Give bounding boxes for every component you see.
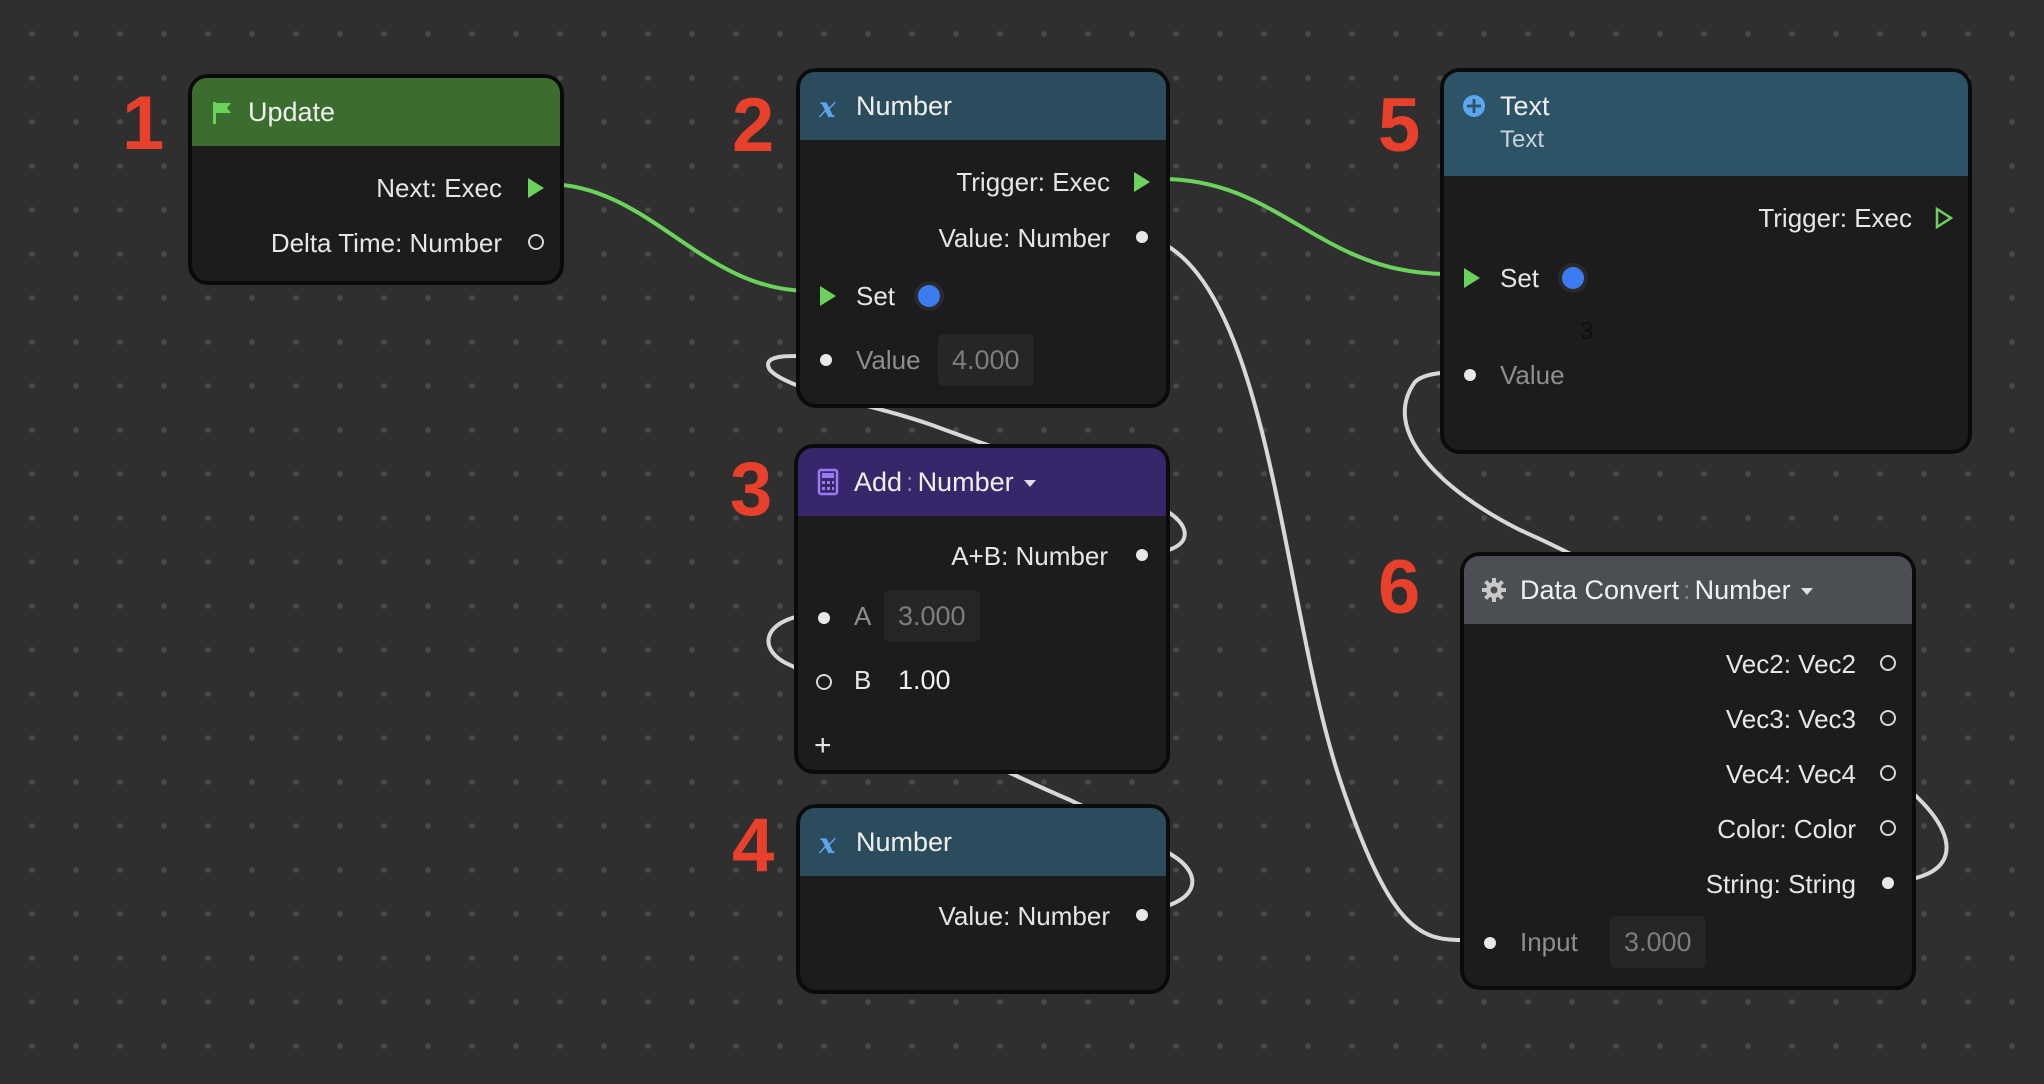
flag-icon — [213, 102, 231, 124]
callout-3: 3 — [730, 447, 773, 532]
number-get-node-header[interactable]: x Number — [800, 808, 1166, 876]
data-convert-vec4-label: Vec4: Vec4 — [1725, 759, 1856, 789]
callout-6: 6 — [1378, 545, 1421, 630]
number-set-value-input-port[interactable] — [820, 354, 832, 366]
data-convert-vec3-port[interactable] — [1880, 710, 1896, 726]
data-convert-vec4-port[interactable] — [1880, 765, 1896, 781]
add-node-title: Add — [854, 467, 903, 497]
number-set-set-indicator — [918, 285, 940, 307]
wire-number-value-to-convert-input[interactable] — [1138, 233, 1464, 942]
data-convert-type-selector[interactable]: Number — [1694, 575, 1791, 605]
data-convert-color-label: Color: Color — [1717, 814, 1856, 844]
text-node-subtitle: Text — [1500, 126, 1545, 153]
number-set-set-exec-port[interactable] — [820, 286, 836, 306]
callout-1: 1 — [122, 81, 165, 166]
callout-4: 4 — [732, 803, 775, 888]
update-next-exec-port[interactable] — [528, 178, 544, 198]
number-get-node[interactable]: x Number Value: Number — [796, 804, 1170, 994]
update-delta-time-port[interactable] — [528, 234, 544, 250]
update-node-title: Update — [248, 97, 336, 127]
add-node-header[interactable]: Add:Number — [798, 448, 1166, 516]
add-title-separator: : — [906, 467, 914, 497]
text-trigger-hollow-triangle-icon — [1935, 206, 1954, 230]
add-sum-output-label: A+B: Number — [951, 541, 1108, 571]
data-convert-vec2-port[interactable] — [1880, 655, 1896, 671]
add-b-label: B — [854, 665, 872, 695]
variable-x-icon: x — [818, 91, 836, 122]
variable-x-icon: x — [818, 827, 836, 858]
data-convert-vec3-label: Vec3: Vec3 — [1725, 704, 1856, 734]
data-convert-color-port[interactable] — [1880, 820, 1896, 836]
add-node[interactable]: Add:Number A+B: Number A 3.000 B 1.00 + — [794, 444, 1170, 774]
svg-text:x: x — [818, 91, 836, 122]
data-convert-node[interactable]: Data Convert:Number Vec2: Vec2 Vec3: Vec… — [1460, 552, 1916, 990]
text-value-input-label: Value — [1500, 360, 1565, 390]
chevron-down-icon[interactable] — [1800, 588, 1813, 596]
data-convert-input-field[interactable]: 3.000 — [1610, 916, 1706, 968]
plus-circle-icon — [1463, 95, 1485, 117]
number-set-node-title: Number — [856, 91, 953, 121]
update-node-header[interactable]: Update — [192, 78, 560, 146]
number-set-node-header[interactable]: x Number — [800, 72, 1166, 140]
wire-add-sum-to-number-value[interactable] — [766, 353, 1187, 556]
text-node-header[interactable]: Text Text — [1444, 72, 1968, 176]
add-a-value-field[interactable]: 3.000 — [884, 590, 980, 642]
data-convert-node-header[interactable]: Data Convert:Number — [1464, 556, 1912, 624]
number-set-trigger-exec-port[interactable] — [1134, 172, 1150, 192]
number-get-value-output-label: Value: Number — [938, 901, 1111, 931]
callout-5: 5 — [1378, 83, 1421, 168]
text-set-indicator — [1562, 267, 1584, 289]
add-b-value-field[interactable]: 1.00 — [898, 665, 951, 695]
number-get-node-title: Number — [856, 827, 953, 857]
callout-2: 2 — [732, 83, 775, 168]
update-next-label: Next: Exec — [376, 173, 502, 203]
number-set-value-field[interactable]: 4.000 — [938, 334, 1034, 386]
add-a-input-port[interactable] — [818, 612, 830, 624]
data-convert-string-port[interactable] — [1882, 877, 1894, 889]
gear-icon — [1482, 578, 1506, 602]
data-convert-input-port[interactable] — [1484, 937, 1496, 949]
add-port-plus-icon[interactable]: + — [814, 729, 832, 762]
update-delta-time-label: Delta Time: Number — [270, 228, 502, 258]
number-set-value-output-label: Value: Number — [938, 223, 1111, 253]
chevron-down-icon[interactable] — [1023, 480, 1036, 488]
number-set-value-input-label: Value — [856, 345, 921, 375]
calculator-icon — [817, 468, 839, 496]
add-sum-output-port[interactable] — [1136, 549, 1148, 561]
add-type-selector[interactable]: Number — [917, 467, 1014, 497]
number-set-value-output-port[interactable] — [1136, 231, 1148, 243]
text-node[interactable]: Text Text Trigger: Exec Set 3 Value — [1440, 68, 1972, 454]
wire-number-get-to-add-a[interactable] — [766, 611, 1195, 913]
number-set-node[interactable]: x Number Trigger: Exec Value: Number Set… — [796, 68, 1170, 408]
text-node-title: Text — [1500, 91, 1550, 121]
data-convert-vec2-label: Vec2: Vec2 — [1725, 649, 1856, 679]
text-set-value: 3 — [1580, 318, 1594, 345]
text-value-input-port[interactable] — [1464, 369, 1476, 381]
svg-text:x: x — [818, 827, 836, 858]
number-set-set-label: Set — [856, 281, 896, 311]
add-a-label: A — [854, 601, 872, 631]
data-convert-input-label: Input — [1520, 927, 1578, 957]
data-convert-node-title: Data Convert — [1520, 575, 1680, 605]
data-convert-string-label: String: String — [1705, 869, 1856, 899]
text-set-label: Set — [1500, 263, 1540, 293]
data-convert-title-separator: : — [1683, 575, 1691, 605]
number-set-trigger-label: Trigger: Exec — [956, 167, 1110, 197]
text-trigger-label: Trigger: Exec — [1758, 203, 1912, 233]
number-get-value-output-port[interactable] — [1136, 909, 1148, 921]
add-b-input-port[interactable] — [816, 674, 832, 690]
update-node[interactable]: Update Next: Exec Delta Time: Number — [188, 74, 564, 285]
wire-update-next-to-number-set[interactable] — [544, 182, 810, 293]
wire-number-trigger-to-text-set[interactable] — [1160, 177, 1448, 276]
text-set-exec-port[interactable] — [1464, 268, 1480, 288]
